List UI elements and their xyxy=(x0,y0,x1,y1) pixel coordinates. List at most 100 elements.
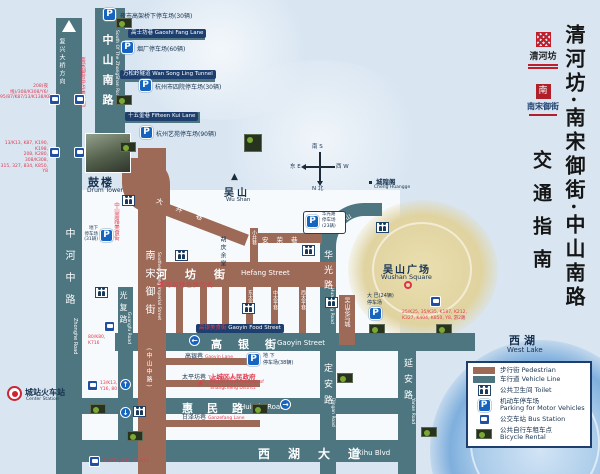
bicycle-rental-icon xyxy=(116,95,132,105)
bus-stop-icon xyxy=(74,94,85,105)
wushan-peak-icon: ▲ xyxy=(231,172,238,182)
parking-icon: P xyxy=(100,229,113,242)
bicycle-rental-icon xyxy=(369,324,385,334)
poi-gov: 上城区人民政府 xyxy=(210,373,256,381)
ganzefang-cn: 甘泽坊巷 xyxy=(182,414,207,421)
bus-stop-icon xyxy=(49,147,60,158)
bicycle-rental-icon xyxy=(252,404,268,414)
lane-label-dongtaiping: 东太平巷 xyxy=(247,290,253,310)
poi-gulou-en: Drum Tower xyxy=(87,187,124,194)
lane-label-gaoyinlane: 高银巷 Gaoyin Lane xyxy=(185,351,233,360)
legend-parking-cn: 机动车停车场 xyxy=(500,396,539,405)
lane-label-wansongling: 万松岭隧道 Wan Song Ling Tunnel xyxy=(120,70,216,79)
nansong-logo-text: 南宋御街 xyxy=(527,101,559,111)
lane-label-shiwukui: 十五奎巷 Fifteen Kui Lane xyxy=(125,112,199,121)
lane-strip xyxy=(200,287,207,333)
qinghefang-logo: 清河坊 xyxy=(520,32,566,69)
p7-l2: 停车场 xyxy=(367,299,383,306)
routes-c2: Y16, 80 xyxy=(100,386,118,392)
parking-icon: P xyxy=(121,41,134,54)
bus-stop-icon xyxy=(87,380,98,391)
lane-label-gaoshifang: 高士坊巷 Gaoshi Fang Lane xyxy=(128,29,207,38)
bus-stop-icon xyxy=(74,147,85,158)
parking-label-2: 烟厂停车场(60辆) xyxy=(137,46,186,53)
bus-stop-icon xyxy=(430,296,441,307)
routes-b1: 13/K13, K87, K190, K198, xyxy=(4,141,48,152)
gaoyin-food-en: Gaoyin Food Street xyxy=(228,325,281,331)
lane-xiaojing xyxy=(250,228,258,264)
street-label-yujie: 南宋御街 xyxy=(143,250,154,322)
parking-icon: P xyxy=(139,79,152,92)
bicycle-rental-icon xyxy=(116,18,132,28)
lane-label-zhongtaiping: 中太平巷 xyxy=(272,290,278,310)
p5-l1: 地下 xyxy=(89,226,98,231)
direction-arrow-left: ← xyxy=(189,335,200,346)
taipingfang-en: Taiping Lane xyxy=(207,376,237,381)
compass-north: N 北 xyxy=(312,186,324,192)
street-hefang xyxy=(138,262,336,287)
bicycle-rental-icon xyxy=(244,134,262,152)
pedestrian-swatch xyxy=(473,367,495,375)
bus-routes-d: 13/K13, K87, 71/K21 xyxy=(103,459,150,464)
parking-icon: P xyxy=(306,215,319,228)
poi-huaniao-city: 吴山花鸟城 xyxy=(343,297,350,327)
lane-strip xyxy=(176,287,183,333)
compass-n-arrowhead xyxy=(317,181,323,186)
road-label-guangfu: 光复路 xyxy=(119,291,128,327)
bicycle-rental-icon xyxy=(421,427,437,437)
legend-label: 公共自行车租车点 Bicycle Rental xyxy=(500,426,552,442)
direction-arrow-down: ↓ xyxy=(120,407,131,418)
road-label-zhonghe: 中河中路 xyxy=(63,228,74,316)
road-label-zhonghe-en: Zhonghe Road xyxy=(72,318,78,355)
compass-h-line xyxy=(305,166,335,168)
p6-l3: (23辆) xyxy=(322,223,336,229)
parking-label-8: 地 下 停车场(38辆) xyxy=(263,353,293,366)
parking-label-5: 地下 停车场 (31辆) xyxy=(80,226,98,243)
compass-w-arrowhead xyxy=(301,164,306,170)
bus-stop-icon xyxy=(89,456,100,467)
road-label-huimin: 惠民路 xyxy=(182,402,257,415)
street-label-hefang-en: Hefang Street xyxy=(241,269,290,277)
poi-gov-en2: Shangcheng District xyxy=(210,386,256,391)
railway-emblem xyxy=(11,390,18,397)
north-arrow-road xyxy=(62,20,76,32)
vehicle-swatch xyxy=(473,376,495,384)
legend: 步行街 Pedestrian 车行道 Vehicle Line 公共卫生间 To… xyxy=(466,361,592,448)
road-label-zhongshan-en: South Of The ZhongShan Road xyxy=(114,30,119,100)
lane-label-xiaojing: 小井巷 xyxy=(251,230,257,245)
parking-label-3: 杭州市四院停车场(30辆) xyxy=(155,84,222,91)
road-label-xihu: 西湖大道 xyxy=(258,447,379,461)
legend-bike-en: Bicycle Rental xyxy=(500,433,546,442)
toilet-icon xyxy=(175,250,188,261)
legend-bike-cn: 公共自行车租车点 xyxy=(500,426,552,434)
bus-routes-f: 80/K80, K716 xyxy=(88,335,106,346)
parking-label-7: 大 巴(24辆) 停车场 xyxy=(367,293,394,306)
legend-label: 公交车站 Bus Station xyxy=(500,415,566,424)
compass-west: 西 W xyxy=(336,164,349,170)
direction-fuxing-bridge: 复兴大桥方向 xyxy=(58,38,65,86)
bus-routes-e: 25/K25, 35/K35, K187, K212, K327, K404, … xyxy=(402,310,480,321)
bicycle-rental-icon xyxy=(90,404,106,414)
railway-station-icon xyxy=(7,386,22,401)
poi-huqingyu: 胡庆余堂 xyxy=(219,236,226,268)
toilet-icon xyxy=(133,406,146,417)
bus-stop-icon xyxy=(49,94,60,105)
road-gaoyin-street xyxy=(115,333,475,351)
gulou-photo xyxy=(85,133,131,173)
legend-label: 车行道 Vehicle Line xyxy=(500,375,561,384)
bicycle-rental-icon xyxy=(337,373,353,383)
lane-anrong xyxy=(255,233,322,243)
lane-zhongtaiping xyxy=(271,287,278,333)
gov-star-icon: ★ xyxy=(197,379,205,388)
direction-arrow-right: → xyxy=(280,399,291,410)
road-label-gaoyin: 高银街 xyxy=(211,338,292,351)
lane-strip xyxy=(222,287,229,333)
lane-label-ganzefang: 甘泽坊巷 Ganzefang Lane xyxy=(182,412,245,421)
compass-south: 南 S xyxy=(312,144,323,150)
p6-l2: 停车场 xyxy=(322,217,336,223)
lane-label-anrong: 安荣巷 xyxy=(262,236,306,244)
legend-row-bus: 公交车站 Bus Station xyxy=(473,414,585,426)
legend-row-vehicle: 车行道 Vehicle Line xyxy=(473,375,585,384)
road-label-yanan-en: Yanan Road xyxy=(410,398,415,425)
